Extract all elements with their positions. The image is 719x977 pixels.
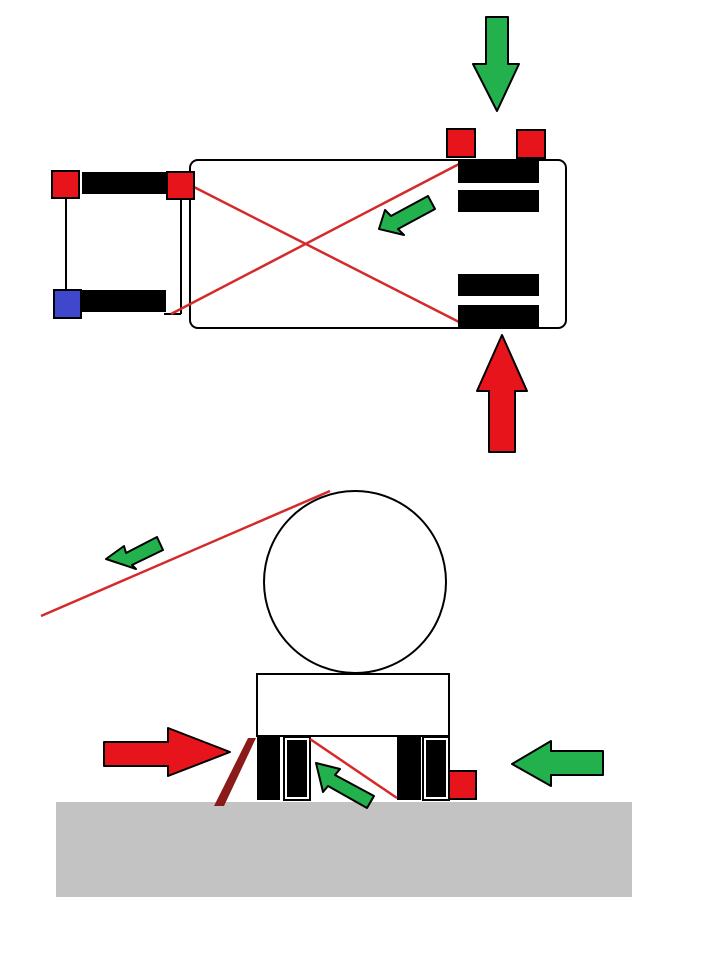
side-view-diagram: [40, 489, 632, 897]
tractor-unit: [65, 172, 182, 315]
wheel-block: [397, 737, 421, 800]
wheel-chock: [214, 738, 256, 806]
tractor-tire-bottom: [82, 290, 166, 312]
side-wheel-blocks: [257, 736, 450, 801]
small-green-arrow: [378, 195, 436, 236]
wheel-block: [426, 740, 446, 797]
red-marker: [448, 770, 477, 800]
diagonal-line-b: [170, 161, 462, 316]
green-left-arrow: [511, 740, 604, 787]
wheel-block: [287, 740, 307, 797]
wheel-pad: [458, 305, 539, 327]
red-marker: [51, 170, 80, 199]
red-up-arrow: [476, 334, 528, 453]
red-right-arrow: [103, 727, 231, 777]
flatbed: [256, 673, 450, 737]
top-diagonal-lines: [170, 161, 462, 325]
tie-down-line: [40, 489, 331, 618]
red-marker: [516, 129, 546, 159]
ground: [56, 802, 632, 897]
wheel-pad: [458, 274, 539, 296]
under-bed-green-arrow: [315, 762, 375, 809]
trailer-wheel-pads: [458, 161, 539, 327]
tie-down-green-arrow: [105, 536, 164, 570]
red-marker: [446, 128, 476, 158]
blue-marker: [53, 289, 82, 319]
round-load: [263, 490, 447, 674]
wheel-pad: [458, 190, 539, 212]
red-marker: [166, 171, 195, 200]
green-down-arrow: [472, 16, 520, 112]
trailer-body: [189, 159, 567, 329]
top-view-diagram: [51, 16, 567, 453]
under-bed-line: [309, 737, 398, 800]
wheel-block: [257, 737, 280, 800]
wheel-pad: [458, 161, 539, 183]
diagonal-line-a: [189, 183, 462, 325]
tractor-tire-top: [82, 172, 166, 194]
